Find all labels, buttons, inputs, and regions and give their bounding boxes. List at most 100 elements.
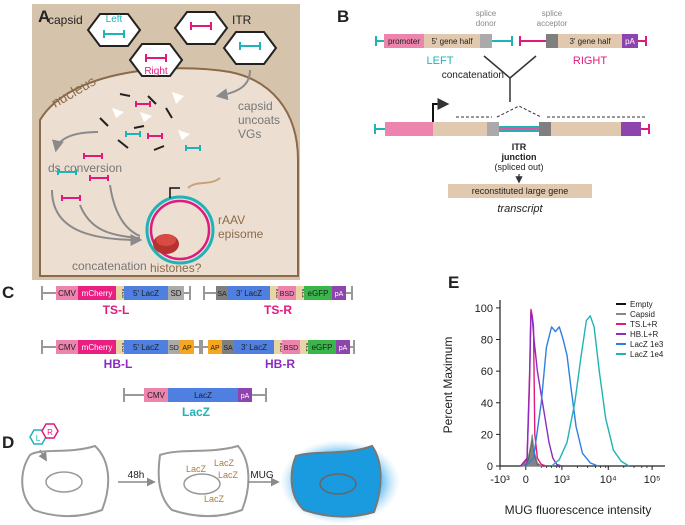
- gene5-label: 5' gene half: [431, 37, 473, 46]
- itr-hairpin-icon: [125, 101, 201, 151]
- concat-label: concatenation: [72, 259, 147, 273]
- x-tick-label: 0: [523, 474, 529, 486]
- uncoat-label-1: capsid: [238, 99, 273, 113]
- construct-lacz: CMV LacZ pA LacZ: [123, 388, 267, 419]
- hbl-cmv: CMV: [58, 343, 76, 352]
- splice-acceptor-label-2: acceptor: [537, 19, 568, 28]
- cell-outline-icon: [290, 444, 382, 518]
- construct-hb-l: CMV mCherry P2A 5' LacZ SD AP HB-L: [41, 340, 201, 371]
- itr-junction-label-1: ITR: [512, 142, 527, 152]
- tsr-lacz: 3' LacZ: [236, 289, 262, 298]
- series-lacz-1e4: [551, 315, 630, 467]
- panel-d: D L R 48h LacZ LacZ LacZ LacZ MUG: [2, 423, 400, 524]
- hbr-lacz: 3' LacZ: [241, 343, 267, 352]
- gene3-label: 3' gene half: [569, 37, 611, 46]
- hbl-sd: SD: [169, 345, 179, 352]
- mug-label: MUG: [250, 470, 274, 481]
- construct-hb-r: AP SA 3' LacZ P2A BSD T2A eGFP pA HB-R: [201, 340, 355, 371]
- panel-e: E Percent Maximum MUG fluorescence inten…: [441, 273, 665, 517]
- cell-nucleus: [183, 473, 221, 495]
- transcript-label: transcript: [497, 203, 543, 215]
- legend-label: Capsid: [630, 310, 655, 319]
- tsl-label: TS-L: [103, 303, 130, 317]
- panel-label-e: E: [448, 273, 459, 292]
- hbr-egfp: eGFP: [312, 343, 333, 352]
- cell-outline-icon: [21, 444, 110, 518]
- splice-dashed-line: [456, 105, 647, 118]
- y-tick-label: 40: [481, 398, 493, 410]
- left-capsid-label: Left: [106, 14, 123, 25]
- capsid-hexagon-icon: [173, 11, 229, 45]
- legend-label: LacZ 1e3: [630, 340, 664, 349]
- reconstituted-box: [448, 184, 592, 198]
- splice-acceptor-label-1: splice: [542, 9, 563, 18]
- cell-outline-icon: [157, 444, 250, 518]
- capsid-label: capsid: [48, 13, 83, 27]
- itr-hairpin-icon: [638, 36, 647, 46]
- lacz-label: LacZ: [182, 405, 210, 419]
- lacz-product-3: LacZ: [218, 470, 239, 480]
- panel-label-d: D: [2, 433, 14, 452]
- virus-particle-icon: L R: [29, 423, 59, 445]
- tsr-sa: SA: [217, 291, 227, 298]
- hbr-pa: pA: [339, 345, 348, 352]
- splice-donor-box: [480, 34, 492, 48]
- promoter-arrow-icon: [169, 187, 180, 198]
- x-tick-label: -10³: [490, 474, 510, 486]
- x-tick-label: 10⁵: [644, 474, 661, 486]
- cell-nucleus: [45, 471, 83, 493]
- promoter-box: [384, 34, 424, 48]
- x-tick-label: 10⁴: [600, 474, 617, 486]
- x-tick-label: 10³: [554, 474, 570, 486]
- spliced-out-label: (spliced out): [494, 162, 543, 172]
- capsid-fragments: [99, 93, 173, 151]
- virus-l-label: L: [36, 434, 41, 443]
- tsl-mcherry: mCherry: [82, 289, 113, 298]
- concat-arrow-2: [79, 204, 141, 239]
- itr-hairpin-icon: [492, 36, 513, 46]
- uncoat-label-3: VGs: [238, 127, 261, 141]
- tsr-label: TS-R: [264, 303, 292, 317]
- hbl-lacz: 5' LacZ: [133, 343, 159, 352]
- construct-ts-r: SA 3' LacZ P2A BSD T2A eGFP pA TS-R: [203, 286, 353, 317]
- cell-nucleus: [319, 473, 357, 495]
- gene3-box: [558, 34, 622, 48]
- hbr-label: HB-R: [265, 357, 295, 371]
- nucleus-region: [39, 67, 299, 277]
- y-tick-label: 100: [475, 303, 493, 315]
- itr-label: ITR: [232, 13, 252, 27]
- legend-label: TS.L+R: [630, 320, 658, 329]
- lacz-product-2: LacZ: [214, 458, 235, 468]
- time-label: 48h: [128, 470, 145, 481]
- hbr-ap: AP: [210, 345, 220, 352]
- episome-magenta: [149, 199, 211, 261]
- y-tick-label: 20: [481, 429, 493, 441]
- concat-gene3: [551, 122, 621, 136]
- panel-b: B promoter 5' gene half splice donor LEF…: [337, 7, 650, 215]
- tsr-pa: pA: [335, 291, 344, 298]
- series-lacz-1e3: [525, 326, 599, 467]
- x-axis-label: MUG fluorescence intensity: [505, 503, 652, 517]
- hbr-bsd: BSD: [284, 345, 298, 352]
- concat-pa: [621, 122, 641, 136]
- pa-label: pA: [625, 37, 635, 46]
- itr-hairpin-icon: [641, 124, 650, 134]
- itr-hairpin-icon: [519, 36, 546, 46]
- concatenation-label: concatenation: [442, 70, 504, 81]
- legend-label: Empty: [630, 300, 653, 309]
- panel-a: A nucleus Left Right capsid ITR: [32, 4, 300, 280]
- lacz-product-1: LacZ: [186, 464, 207, 474]
- lacz-pa: pA: [241, 393, 250, 400]
- right-label: RIGHT: [573, 55, 608, 67]
- splice-acceptor-box: [546, 34, 558, 48]
- itr-hairpin-icon: [374, 124, 385, 134]
- concat-sd: [487, 122, 499, 136]
- uncoat-label-2: uncoats: [238, 113, 280, 127]
- episome-cyan: [145, 195, 215, 265]
- panel-c: C CMV mCherry P2A 5' LacZ SD TS-L SA 3' …: [2, 283, 355, 419]
- tsl-cmv: CMV: [58, 289, 76, 298]
- tsl-lacz: 5' LacZ: [133, 289, 159, 298]
- histone-icon: [153, 234, 179, 254]
